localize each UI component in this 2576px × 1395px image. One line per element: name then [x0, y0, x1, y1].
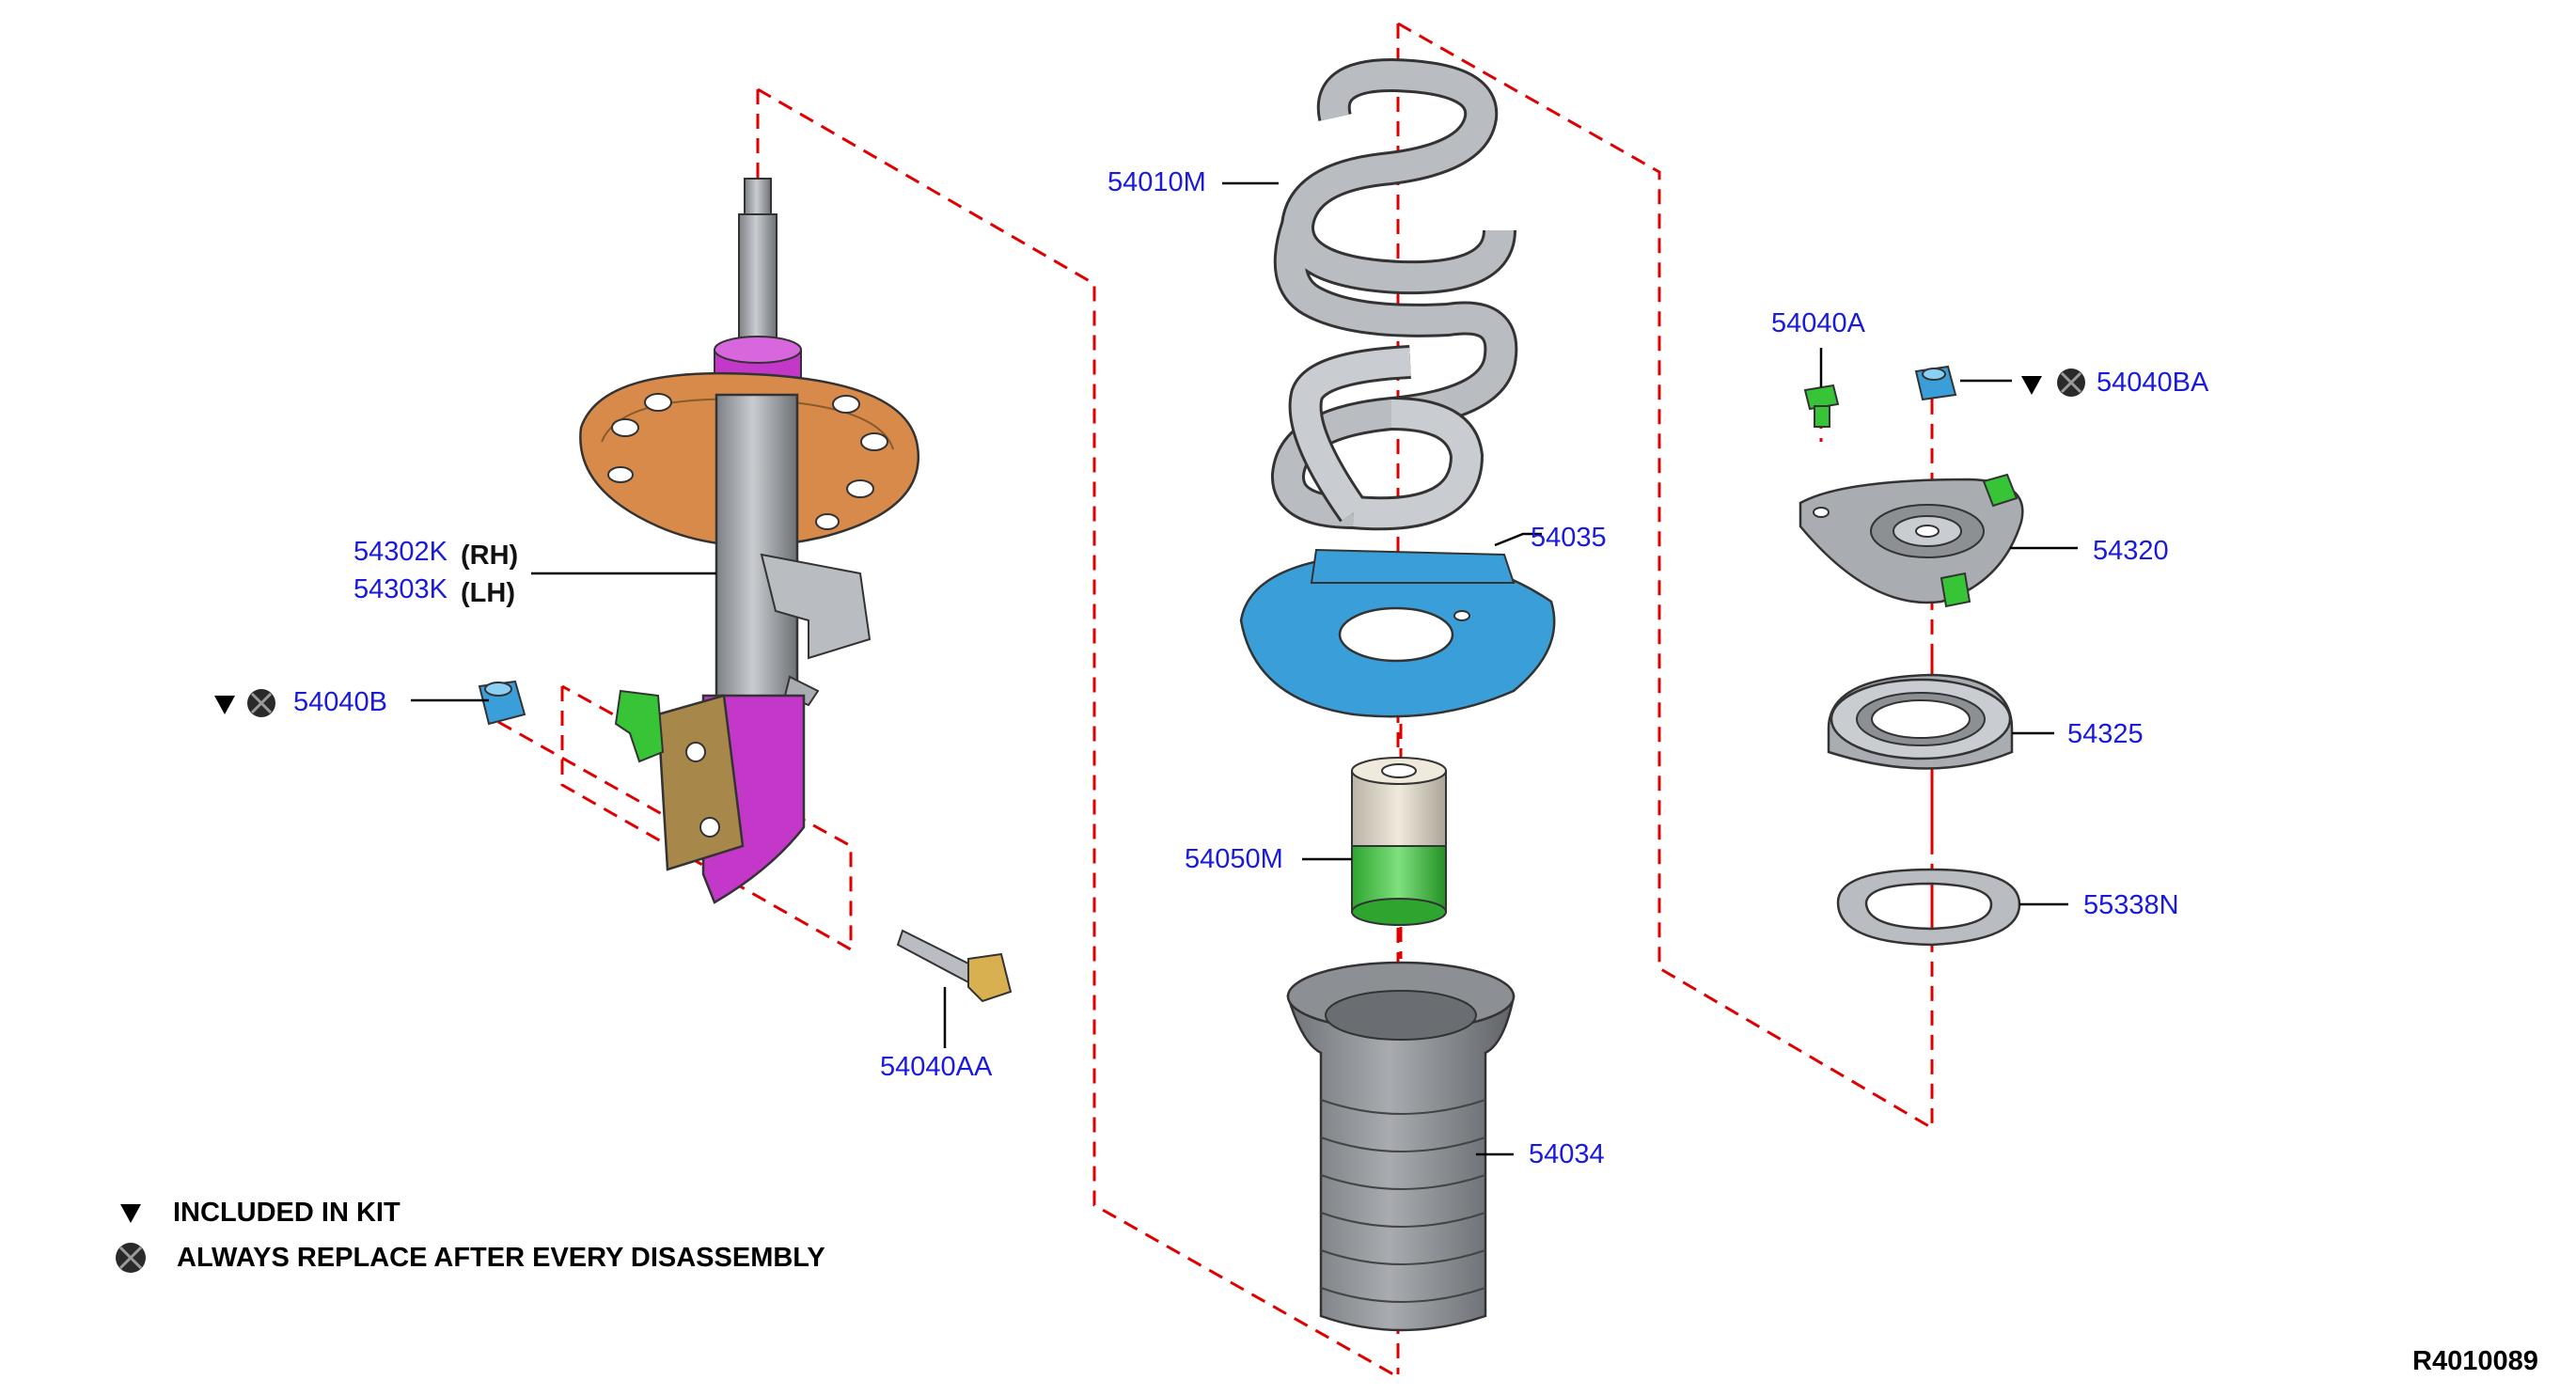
- legend-included-in-kit: INCLUDED IN KIT: [173, 1198, 401, 1228]
- spring-seat-insulator: [1239, 548, 1556, 718]
- leader-lines: [411, 181, 2078, 1156]
- stabilizer-bracket: [760, 553, 872, 660]
- mount-nut-54040BA: [1914, 365, 1957, 401]
- strut-mount: [1798, 473, 2024, 608]
- mount-bolt-54040A: [1803, 384, 1840, 428]
- kit-symbol-54040B: [214, 689, 275, 717]
- label-54040A: 54040A: [1771, 308, 1865, 338]
- label-54302K: 54302K: [353, 537, 448, 567]
- knuckle-bolt-54040AA: [896, 929, 1013, 1003]
- legend-symbols: [116, 1204, 146, 1273]
- label-54034: 54034: [1529, 1139, 1605, 1169]
- label-54050M: 54050M: [1185, 844, 1283, 874]
- kit-symbol-54040BA: [2021, 368, 2085, 397]
- label-54035: 54035: [1531, 523, 1607, 553]
- strut-shim: [1836, 868, 2021, 947]
- label-rh: (RH): [461, 541, 519, 571]
- dust-boot: [1286, 961, 1516, 1332]
- label-54040BA: 54040BA: [2097, 368, 2209, 398]
- legend-always-replace: ALWAYS REPLACE AFTER EVERY DISASSEMBLY: [177, 1243, 825, 1273]
- included-in-kit-icon: [120, 1204, 141, 1223]
- coil-spring: [1271, 57, 1518, 531]
- knuckle-nut-54040B: [478, 680, 526, 726]
- label-54040AA: 54040AA: [880, 1052, 993, 1082]
- label-54010M: 54010M: [1107, 167, 1206, 197]
- strut-bearing: [1827, 673, 2014, 770]
- label-54320: 54320: [2093, 536, 2169, 566]
- label-lh: (LH): [461, 578, 515, 608]
- reference-code: R4010089: [2412, 1346, 2538, 1376]
- label-54325: 54325: [2067, 719, 2144, 749]
- label-54040B: 54040B: [293, 687, 387, 717]
- strut-assembly: [579, 178, 919, 904]
- bump-stop: [1351, 757, 1447, 926]
- label-55338N: 55338N: [2083, 890, 2179, 920]
- label-54303K: 54303K: [353, 574, 448, 604]
